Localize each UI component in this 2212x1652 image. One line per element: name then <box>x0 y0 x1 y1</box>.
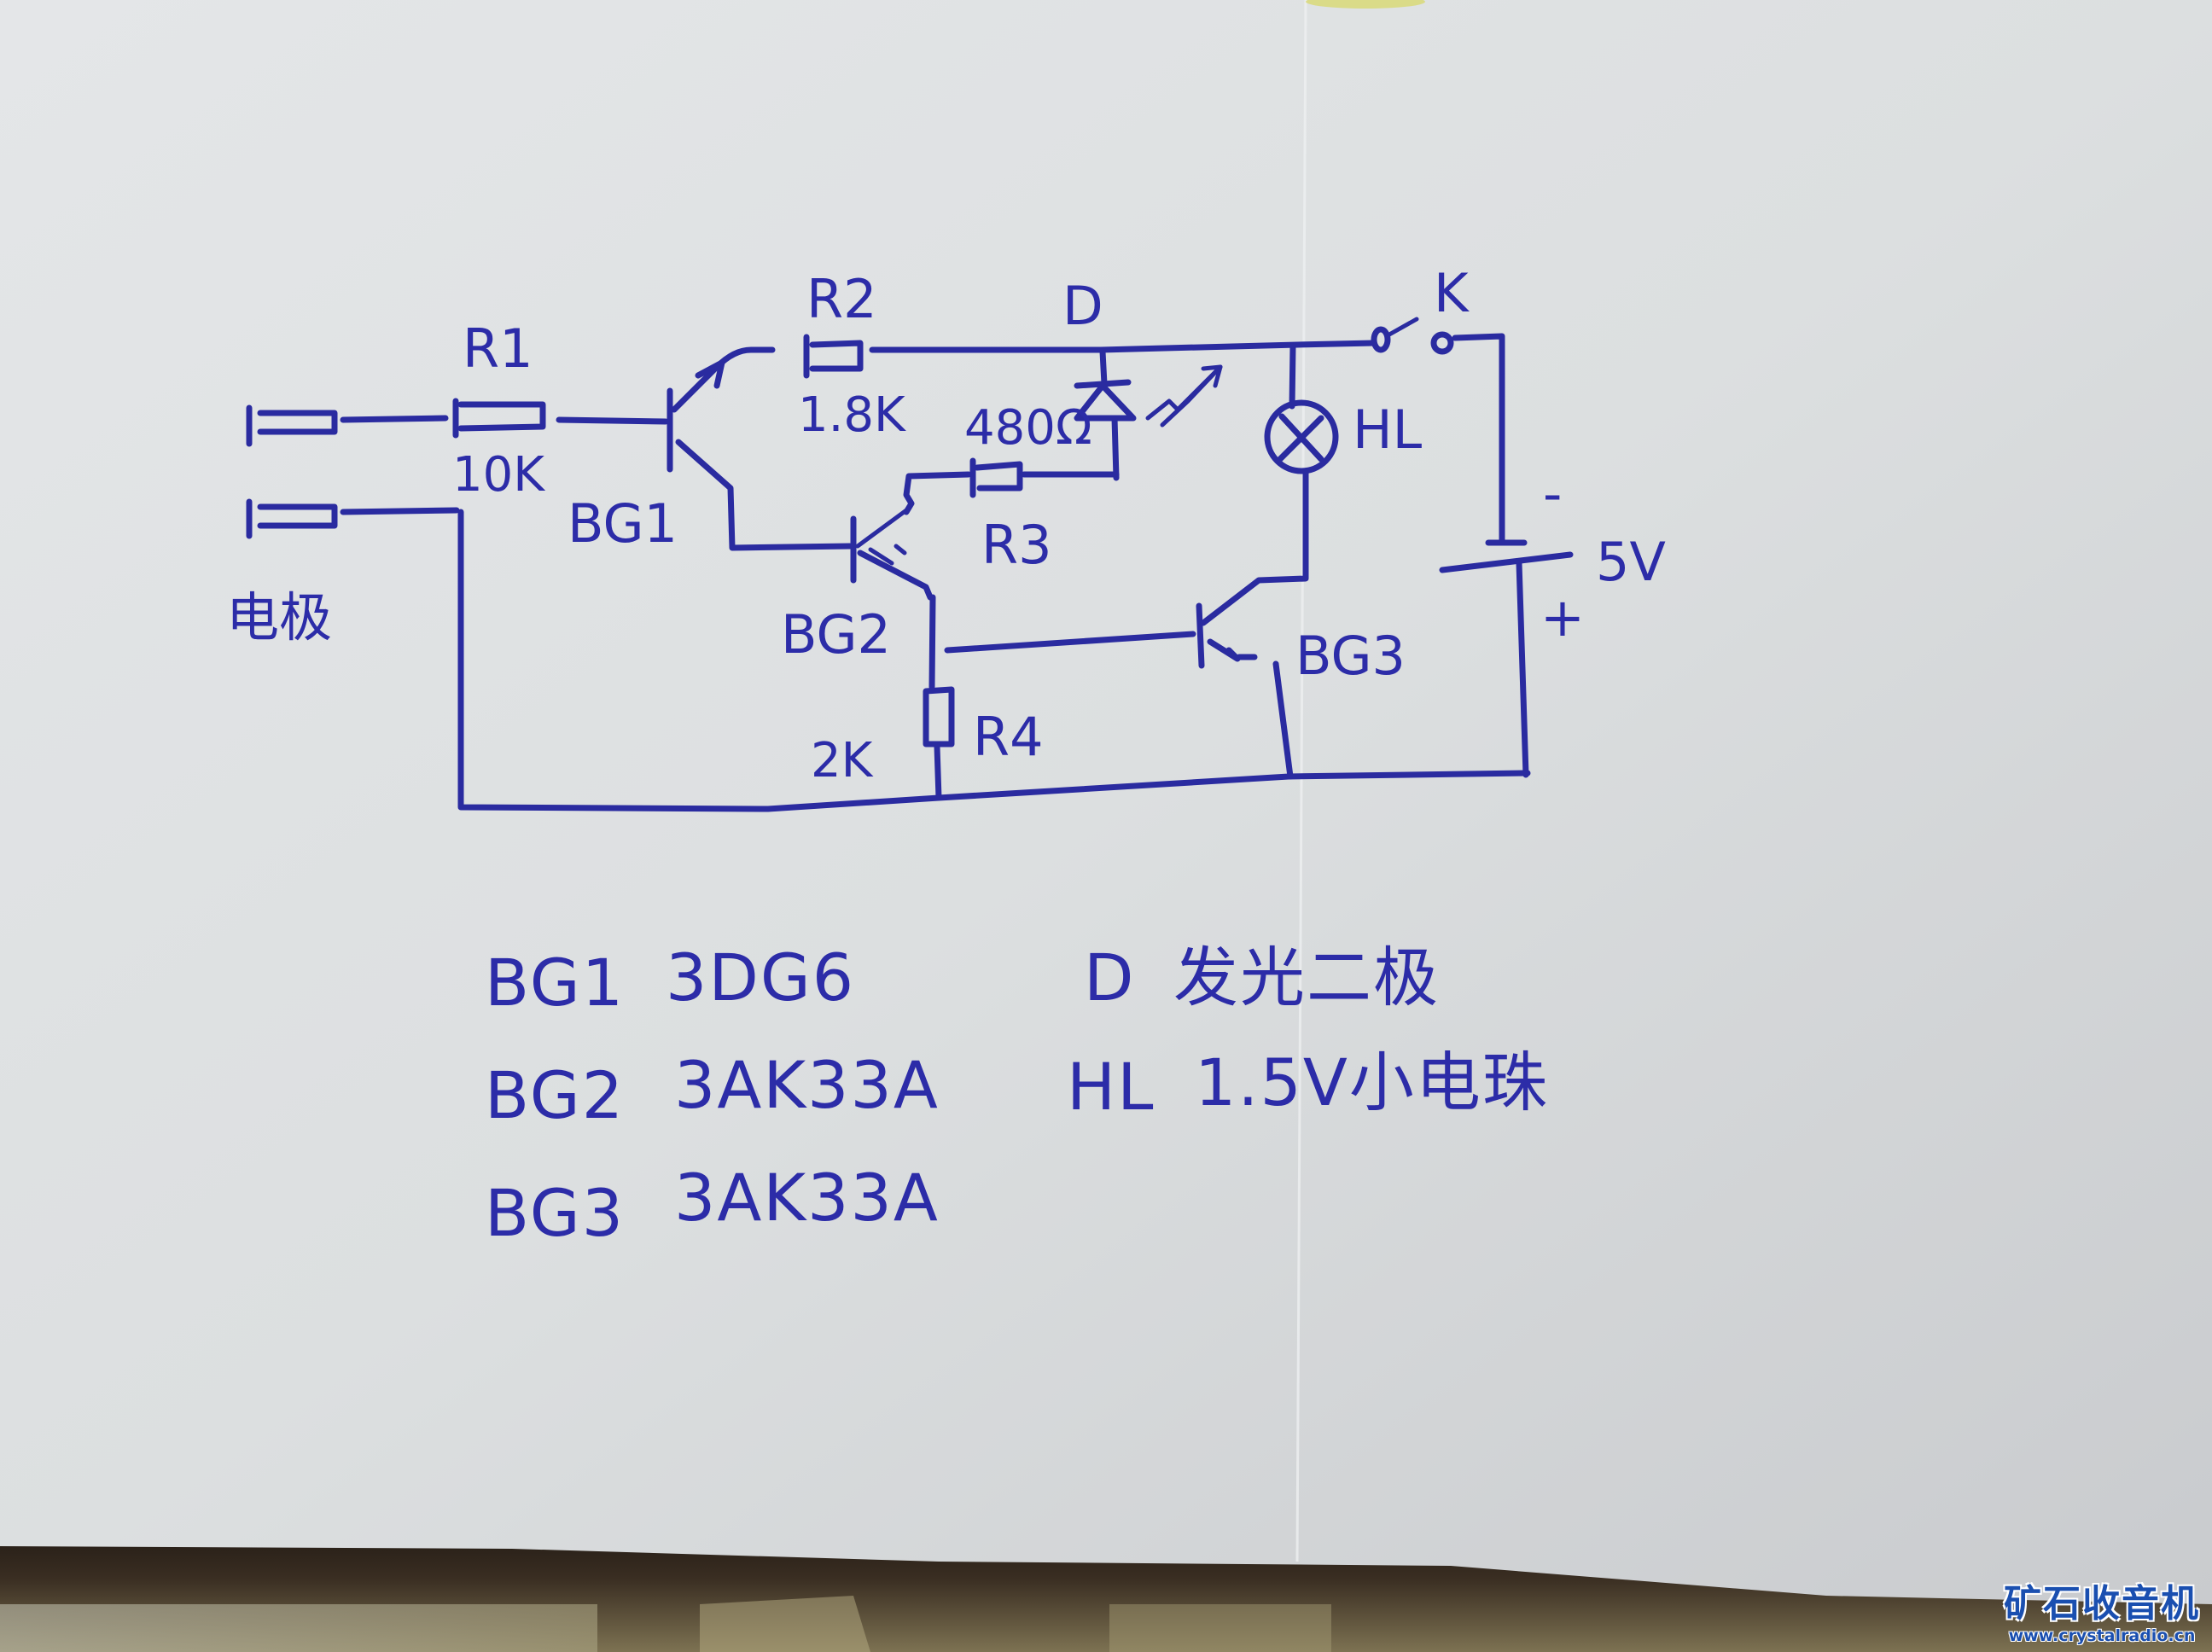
label-r1: R1 <box>463 317 533 380</box>
electrode-terminal-bottom <box>246 498 338 539</box>
label-battery-minus: - <box>1543 462 1562 525</box>
transistor-bg2 <box>850 515 936 690</box>
label-r3: R3 <box>981 514 1052 576</box>
circuit <box>246 317 1574 812</box>
label-r4: R4 <box>973 706 1044 768</box>
parts-list-row: BG2 3AK33A <box>485 1047 940 1133</box>
transistor-bg1 <box>667 346 853 551</box>
wire-electrode-r1 <box>340 415 449 423</box>
parts-list-row: BG3 3AK33A <box>485 1160 940 1251</box>
mat-pattern <box>700 1596 870 1652</box>
label-r2: R2 <box>806 268 877 330</box>
note-desc: 1.5V小电珠 <box>1195 1044 1549 1120</box>
watermark-title: 矿石收音机 <box>2004 1582 2200 1626</box>
battery-5v <box>1439 539 1574 778</box>
watermark-url: www.crystalradio.cn <box>2008 1626 2196 1645</box>
resistor-r1 <box>452 398 546 439</box>
wire-top-rail <box>869 340 1377 353</box>
paper-fold <box>1295 0 1307 1562</box>
resistor-r2 <box>803 334 864 379</box>
label-hl: HL <box>1353 398 1423 461</box>
parts-ref: BG3 <box>485 1175 625 1251</box>
label-battery-plus: + <box>1540 586 1585 649</box>
transistor-bg3 <box>1196 468 1309 780</box>
label-battery-voltage: 5V <box>1596 531 1666 593</box>
parts-ref: BG2 <box>485 1057 625 1133</box>
wire-r1-bg1 <box>556 416 669 425</box>
parts-value: 3AK33A <box>674 1047 940 1123</box>
notes-row: D 发光二极 <box>1084 939 1440 1015</box>
parts-value: 3AK33A <box>674 1160 940 1236</box>
label-r2-value: 1.8K <box>798 387 906 443</box>
label-k: K <box>1434 262 1470 324</box>
parts-value: 3DG6 <box>666 939 855 1015</box>
site-watermark: 矿石收音机 www.crystalradio.cn <box>2004 1582 2200 1646</box>
electrode-terminal-top <box>246 404 338 447</box>
wire-bg2-bg3 <box>944 631 1196 654</box>
note-desc: 发光二极 <box>1173 939 1440 1015</box>
paper-sheet <box>0 0 2212 1604</box>
mat-pattern <box>0 1604 597 1652</box>
label-electrode: 电极 <box>226 586 332 649</box>
parts-ref: BG1 <box>485 945 625 1021</box>
label-d: D <box>1062 275 1103 337</box>
lamp-hl <box>1264 343 1339 474</box>
paper-mark <box>1306 0 1425 9</box>
switch-k <box>1371 317 1505 546</box>
parts-list-row: BG1 3DG6 <box>485 939 855 1021</box>
label-r3-value: 480Ω <box>964 400 1092 456</box>
parts-list: BG1 3DG6 BG2 3AK33A BG3 3AK33A D 发光二极 HL… <box>485 939 1549 1251</box>
label-bg2: BG2 <box>781 603 891 666</box>
resistor-r4 <box>923 686 955 801</box>
resistor-r3 <box>855 457 1120 549</box>
note-ref: D <box>1084 939 1136 1015</box>
wire-ground-rail <box>457 509 1531 812</box>
note-ref: HL <box>1067 1049 1155 1125</box>
label-bg1: BG1 <box>568 492 678 555</box>
label-r4-value: 2K <box>811 733 874 788</box>
notes-row: HL 1.5V小电珠 <box>1067 1044 1549 1125</box>
label-bg3: BG3 <box>1295 625 1406 687</box>
mat-pattern <box>1109 1604 1331 1652</box>
led-d <box>1074 348 1223 481</box>
wire-electrode-ground <box>340 507 460 515</box>
schematic-labels: R1 10K R2 1.8K D 480Ω R3 HL K - 5V + BG1… <box>226 262 1666 788</box>
label-r1-value: 10K <box>452 447 545 503</box>
